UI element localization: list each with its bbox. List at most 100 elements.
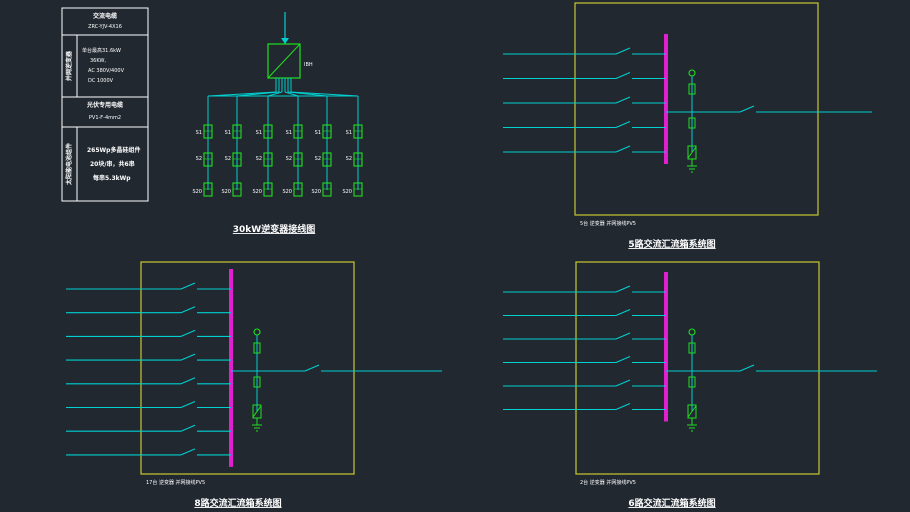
- pv-module: [263, 182, 273, 197]
- output-breaker: [739, 364, 755, 372]
- input-breaker: [615, 96, 631, 104]
- pv-module: [293, 182, 303, 197]
- input-breaker: [180, 377, 196, 385]
- panel-note: 17台 逆变器 并网接线PV5: [146, 479, 205, 486]
- panel-caption: 8路交流汇流箱系统图: [194, 497, 281, 509]
- panel-note: 5台 逆变器 并网接线PV5: [580, 220, 636, 227]
- string-label: S20: [342, 189, 352, 195]
- indicator-lamp: [688, 69, 696, 77]
- legend-row2-head: 并网逆变器: [65, 50, 73, 81]
- fuse: [688, 376, 696, 388]
- pv-module: [232, 124, 242, 139]
- pv-module: [353, 182, 363, 197]
- legend-row1-line2: ZRC-YJV-4X16: [88, 24, 122, 30]
- output-breaker: [304, 364, 320, 372]
- input-breaker: [615, 332, 631, 340]
- legend-row2-line1: 单台最高31.6kW: [82, 47, 121, 54]
- legend-row4-line2: 20块/串，共6串: [90, 160, 135, 168]
- input-breaker: [615, 145, 631, 153]
- pv-module: [322, 152, 332, 167]
- string-label: S1: [315, 130, 321, 136]
- pv-module: [322, 124, 332, 139]
- pv-module: [232, 152, 242, 167]
- legend-row1-line1: 交流电缆: [93, 12, 117, 20]
- surge-arrester-mark: [252, 405, 262, 418]
- inverter-output-line: [207, 91, 277, 97]
- string-label: S1: [346, 130, 352, 136]
- legend-table: 交流电缆 ZRC-YJV-4X16 并网逆变器 单台最高31.6kW 36KW,…: [61, 7, 149, 202]
- string-label: S1: [256, 130, 262, 136]
- string-label: S20: [221, 189, 231, 195]
- panels: 5台 逆变器 并网接线PV5 5路交流汇流箱系统图 17台 逆变器 并网接线PV5 8…: [66, 2, 877, 509]
- legend-row2-line2: 36KW,: [90, 58, 106, 64]
- inverter-box: [267, 43, 301, 79]
- panel-caption: 6路交流汇流箱系统图: [628, 497, 715, 509]
- string-label: S1: [286, 130, 292, 136]
- input-breaker: [615, 402, 631, 411]
- inverter-label: IBH: [304, 62, 313, 68]
- fuse: [688, 117, 696, 129]
- input-breaker: [615, 308, 631, 317]
- input-breaker: [615, 71, 631, 80]
- surge-arrester-mark: [687, 146, 697, 159]
- string-label: S2: [196, 156, 202, 162]
- pv-module: [203, 182, 213, 197]
- panel-caption: 5路交流汇流箱系统图: [628, 238, 715, 250]
- legend-row4-line3: 每串5.3kWp: [92, 174, 131, 182]
- string-label: S20: [311, 189, 321, 195]
- legend-row4-head: 太阳能电池组件: [65, 143, 73, 186]
- pv-module: [263, 124, 273, 139]
- inverter-output-line: [236, 91, 280, 97]
- input-breaker: [180, 424, 196, 432]
- fuse: [253, 342, 261, 354]
- pv-module: [293, 124, 303, 139]
- panel-3: 2台 逆变器 并网接线PV5 6路交流汇流箱系统图: [503, 261, 877, 509]
- string-label: S20: [282, 189, 292, 195]
- legend-row3-line2: PV1-F-4mm2: [89, 115, 121, 121]
- string-label: S20: [192, 189, 202, 195]
- input-breaker: [615, 379, 631, 387]
- indicator-lamp: [253, 328, 261, 336]
- input-breaker: [180, 400, 196, 409]
- panel-1: 5台 逆变器 并网接线PV5 5路交流汇流箱系统图: [503, 2, 872, 250]
- pv-module: [293, 152, 303, 167]
- panel-frame: [574, 2, 819, 216]
- input-breaker: [615, 47, 631, 55]
- pv-module: [203, 152, 213, 167]
- pv-module: [203, 124, 213, 139]
- pv-module: [263, 152, 273, 167]
- legend-row4-line1: 265Wp多晶硅组件: [87, 146, 140, 154]
- string-label: S2: [315, 156, 321, 162]
- surge-arrester-mark: [687, 405, 697, 418]
- inverter-caption: 30kW逆变器接线图: [233, 223, 315, 235]
- input-breaker: [615, 285, 631, 293]
- string-label: S2: [346, 156, 352, 162]
- panel-note: 2台 逆变器 并网接线PV5: [580, 479, 636, 486]
- inverter-output-line: [290, 91, 359, 97]
- input-breaker: [180, 329, 196, 337]
- fuse: [688, 83, 696, 95]
- string-label: S2: [225, 156, 231, 162]
- output-breaker: [739, 105, 755, 113]
- inverter-output-line: [284, 91, 299, 97]
- pv-module: [322, 182, 332, 197]
- pv-module: [232, 182, 242, 197]
- legend-row2-line3: AC 380V/400V: [88, 68, 125, 74]
- fuse: [253, 376, 261, 388]
- input-breaker: [180, 448, 196, 456]
- legend-row2-line4: DC 1000V: [88, 78, 114, 84]
- pv-module: [353, 124, 363, 139]
- indicator-lamp: [688, 328, 696, 336]
- input-breaker: [615, 355, 631, 364]
- panel-2: 17台 逆变器 并网接线PV5 8路交流汇流箱系统图: [66, 261, 442, 509]
- input-breaker: [180, 282, 196, 290]
- panel-frame: [140, 261, 355, 475]
- string-label: S2: [286, 156, 292, 162]
- fuse: [688, 342, 696, 354]
- string-label: S20: [252, 189, 262, 195]
- panel-frame: [575, 261, 820, 475]
- input-breaker: [180, 353, 196, 361]
- inverter-output-line: [267, 91, 283, 97]
